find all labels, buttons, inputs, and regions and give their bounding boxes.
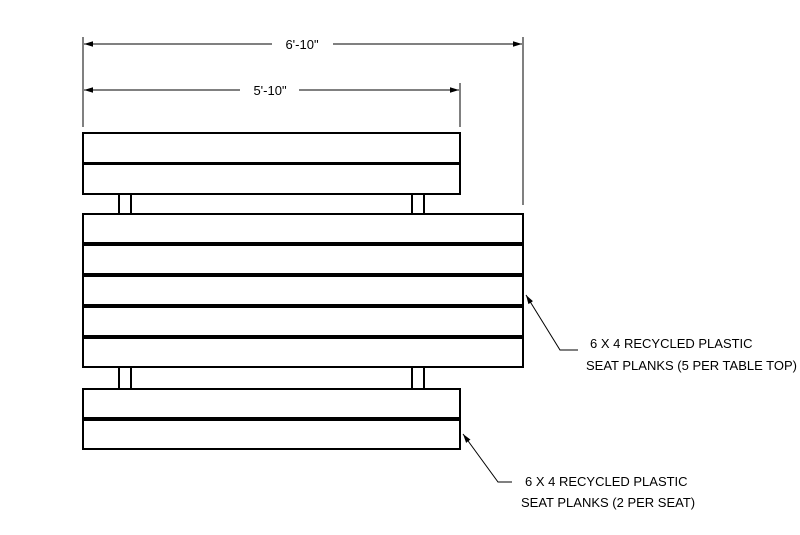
bottom-bench-seat bbox=[82, 388, 461, 450]
table-top bbox=[82, 213, 524, 368]
seat-leader bbox=[462, 433, 512, 483]
bottom-seat-plank bbox=[82, 419, 461, 450]
seat-length-dimension: 5'-10" bbox=[84, 83, 461, 127]
overall-length-label: 6'-10" bbox=[285, 37, 319, 52]
table-top-callout: 6 X 4 RECYCLED PLASTIC SEAT PLANKS (5 PE… bbox=[525, 294, 797, 373]
bottom-seat-plank bbox=[82, 388, 461, 419]
table-top-leader bbox=[525, 294, 578, 351]
seat-callout-line2: SEAT PLANKS (2 PER SEAT) bbox=[521, 495, 695, 510]
seat-callout-line1: 6 X 4 RECYCLED PLASTIC bbox=[525, 474, 688, 489]
top-bench-seat bbox=[82, 132, 461, 195]
table-top-callout-line1: 6 X 4 RECYCLED PLASTIC bbox=[590, 336, 753, 351]
table-top-plank bbox=[82, 275, 524, 306]
table-top-callout-line2: SEAT PLANKS (5 PER TABLE TOP) bbox=[586, 358, 797, 373]
top-seat-plank bbox=[82, 132, 461, 164]
overall-length-dimension: 6'-10" bbox=[82, 37, 524, 205]
seat-length-label: 5'-10" bbox=[253, 83, 287, 98]
top-seat-supports bbox=[118, 194, 425, 214]
table-top-plank bbox=[82, 337, 524, 368]
table-top-plank bbox=[82, 244, 524, 275]
top-seat-plank bbox=[82, 163, 461, 195]
bottom-seat-supports bbox=[118, 367, 425, 389]
table-top-plank bbox=[82, 306, 524, 337]
seat-callout: 6 X 4 RECYCLED PLASTIC SEAT PLANKS (2 PE… bbox=[462, 433, 695, 510]
table-top-plank bbox=[82, 213, 524, 244]
